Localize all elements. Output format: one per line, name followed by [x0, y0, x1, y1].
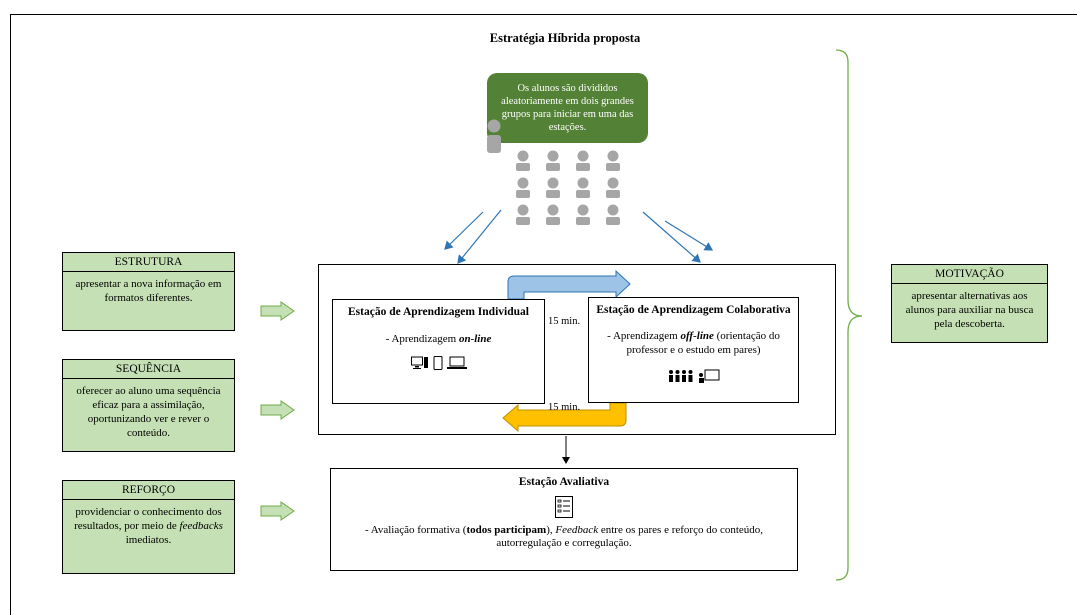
- device-icons: [333, 356, 544, 370]
- right-bracket: [835, 49, 863, 581]
- student-head: [517, 177, 529, 189]
- student-head: [547, 204, 559, 216]
- avaliativa-text-1: - Avaliação formativa (: [364, 524, 467, 536]
- avaliativa-text-bold: todos participam: [466, 524, 547, 536]
- teacher-person-icon: [487, 119, 501, 153]
- top-note-box: Os alunos são divididos aleatoriamente e…: [487, 73, 648, 143]
- estrutura-box: ESTRUTURA apresentar a nova informação e…: [62, 252, 235, 331]
- student-body: [606, 190, 620, 198]
- student-body: [516, 217, 530, 225]
- reforco-body-text: providenciar o conhecimento dos resultad…: [74, 506, 222, 532]
- motivacao-body: apresentar alternativas aos alunos para …: [905, 290, 1034, 330]
- avaliativa-icon-wrap: [331, 496, 797, 522]
- reforco-body-end: imediatos.: [125, 534, 172, 546]
- reforco-arrow-icon: [260, 501, 295, 521]
- laptop-icon: [446, 356, 467, 369]
- time-label-top: 15 min.: [548, 316, 581, 327]
- student-body: [606, 163, 620, 171]
- top-note-text: Os alunos são divididos aleatoriamente e…: [501, 83, 634, 133]
- individual-line-text: - Aprendizagem: [385, 333, 459, 345]
- teacher-board-icon: [698, 369, 719, 383]
- reforco-body: providenciar o conhecimento dos resultad…: [63, 500, 234, 547]
- student-head: [517, 150, 529, 162]
- estrutura-header: ESTRUTURA: [63, 253, 234, 272]
- students-group-icon: [516, 150, 620, 225]
- estrutura-body: apresentar a nova informação em formatos…: [75, 278, 222, 304]
- colaborativa-station-title: Estação de Aprendizagem Colaborativa: [596, 304, 791, 316]
- individual-station-box: Estação de Aprendizagem Individual - Apr…: [332, 299, 545, 404]
- student-body: [576, 163, 590, 171]
- student-head: [607, 177, 619, 189]
- student-head: [607, 204, 619, 216]
- avaliativa-title: Estação Avaliativa: [518, 476, 610, 488]
- rotation-arrow-blue: [507, 269, 631, 300]
- individual-station-title: Estação de Aprendizagem Individual: [348, 306, 529, 318]
- motivacao-header: MOTIVAÇÃO: [892, 265, 1047, 284]
- student-head: [547, 177, 559, 189]
- phone-icon: [433, 356, 442, 370]
- motivacao-box: MOTIVAÇÃO apresentar alternativas aos al…: [891, 264, 1048, 343]
- reforco-box: REFORÇO providenciar o conhecimento dos …: [62, 480, 235, 574]
- avaliativa-text-3: ),: [546, 524, 556, 536]
- sequencia-box: SEQUÊNCIA oferecer ao aluno uma sequênci…: [62, 359, 235, 452]
- student-body: [516, 163, 530, 171]
- avaliativa-station-box: Estação Avaliativa - Avaliação formativa…: [330, 468, 798, 571]
- student-body: [546, 217, 560, 225]
- arrow-right-1: [642, 211, 701, 263]
- time-label-bottom: 15 min.: [548, 402, 581, 413]
- student-body: [576, 217, 590, 225]
- arrow-right-2: [664, 220, 714, 251]
- reforco-body-emphasis: feedbacks: [179, 520, 223, 532]
- arrow-left-2: [457, 209, 502, 264]
- avaliativa-text-italic: Feedback: [555, 524, 599, 536]
- colaborativa-station-line: - Aprendizagem off-line (orientação do p…: [589, 329, 798, 357]
- estrutura-arrow-icon: [260, 301, 295, 321]
- colaborativa-line-text: - Aprendizagem: [607, 330, 681, 342]
- group-icons: [589, 369, 798, 383]
- individual-line-emphasis: on-line: [458, 333, 492, 345]
- diagram-title: Estratégia Híbrida proposta: [489, 31, 641, 45]
- student-head: [607, 150, 619, 162]
- diagram-frame: [10, 14, 1077, 615]
- connector-arrows: [444, 49, 863, 581]
- checklist-icon: [555, 496, 573, 518]
- group-people-icon: [668, 370, 692, 382]
- student-body: [576, 190, 590, 198]
- sequencia-arrow-icon: [260, 400, 295, 420]
- sequencia-header: SEQUÊNCIA: [63, 360, 234, 379]
- student-head: [517, 204, 529, 216]
- student-head: [577, 204, 589, 216]
- student-body: [516, 190, 530, 198]
- reforco-header: REFORÇO: [63, 481, 234, 500]
- student-body: [606, 217, 620, 225]
- student-head: [577, 177, 589, 189]
- colaborativa-line-end: (orientação do professor e o estudo em p…: [626, 330, 780, 356]
- student-body: [546, 163, 560, 171]
- individual-station-line: - Aprendizagem on-line: [333, 332, 544, 346]
- rotation-arrows: [502, 269, 631, 433]
- student-head: [577, 150, 589, 162]
- avaliativa-description: - Avaliação formativa (todos participam)…: [331, 524, 797, 550]
- colaborativa-station-box: Estação de Aprendizagem Colaborativa - A…: [588, 297, 799, 403]
- sequencia-body: oferecer ao aluno uma sequência eficaz p…: [76, 385, 221, 439]
- avaliativa-text-5: entre os pares e reforço do conteúdo, au…: [496, 524, 764, 549]
- desktop-icon: [410, 356, 428, 369]
- arrow-left-1: [444, 211, 484, 250]
- colaborativa-line-emphasis: off-line: [680, 330, 714, 342]
- student-head: [547, 150, 559, 162]
- student-body: [546, 190, 560, 198]
- rotation-arrow-orange: [502, 402, 627, 433]
